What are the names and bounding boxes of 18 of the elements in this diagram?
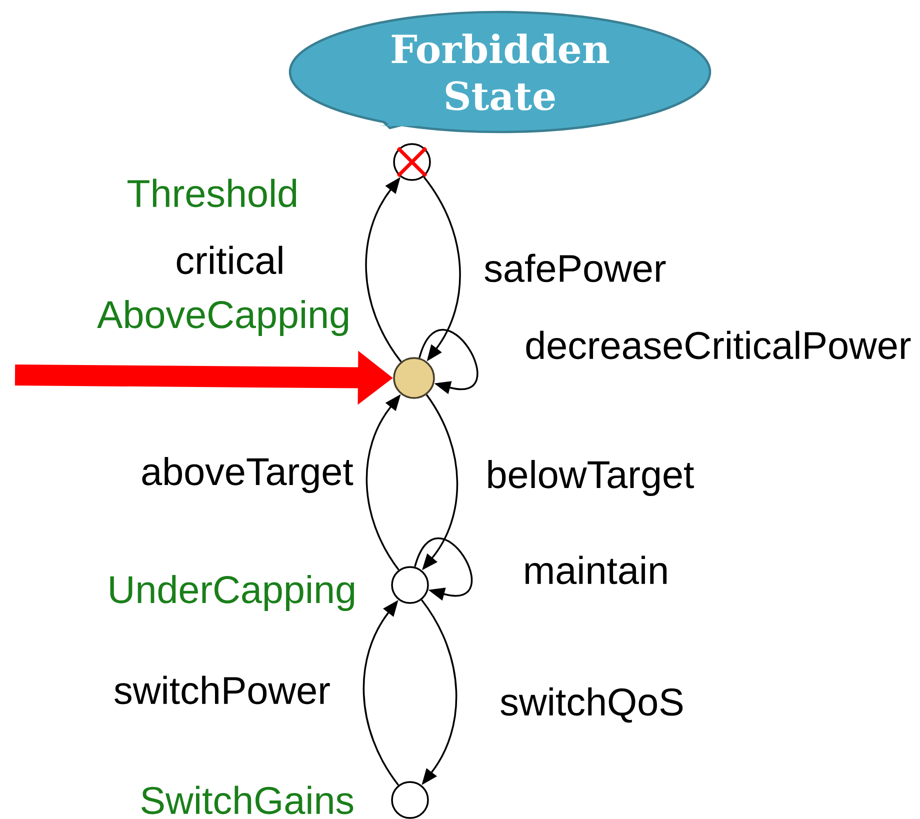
edge-label: aboveTarget bbox=[142, 456, 354, 494]
state-label: AboveCapping bbox=[97, 300, 348, 336]
edge-label: critical bbox=[176, 246, 282, 274]
edge-label: decreaseCriticalPower bbox=[526, 330, 911, 360]
edge-label: switchPower bbox=[114, 676, 330, 704]
state-label: UnderCapping bbox=[110, 574, 354, 612]
edge-label: safePower bbox=[484, 254, 666, 282]
edge-label: switchQoS bbox=[500, 687, 683, 723]
state-circle bbox=[391, 566, 429, 604]
edge-label: belowTarget bbox=[488, 460, 694, 496]
state-label: Threshold bbox=[128, 178, 296, 208]
state-label: SwitchGains bbox=[142, 786, 354, 814]
edge-label: maintain bbox=[526, 556, 667, 584]
arrow bbox=[418, 328, 478, 394]
state-circle bbox=[391, 781, 429, 819]
callout-bubble: Forbidden State bbox=[288, 10, 712, 134]
state-circle bbox=[393, 357, 435, 399]
arrow bbox=[414, 538, 472, 601]
